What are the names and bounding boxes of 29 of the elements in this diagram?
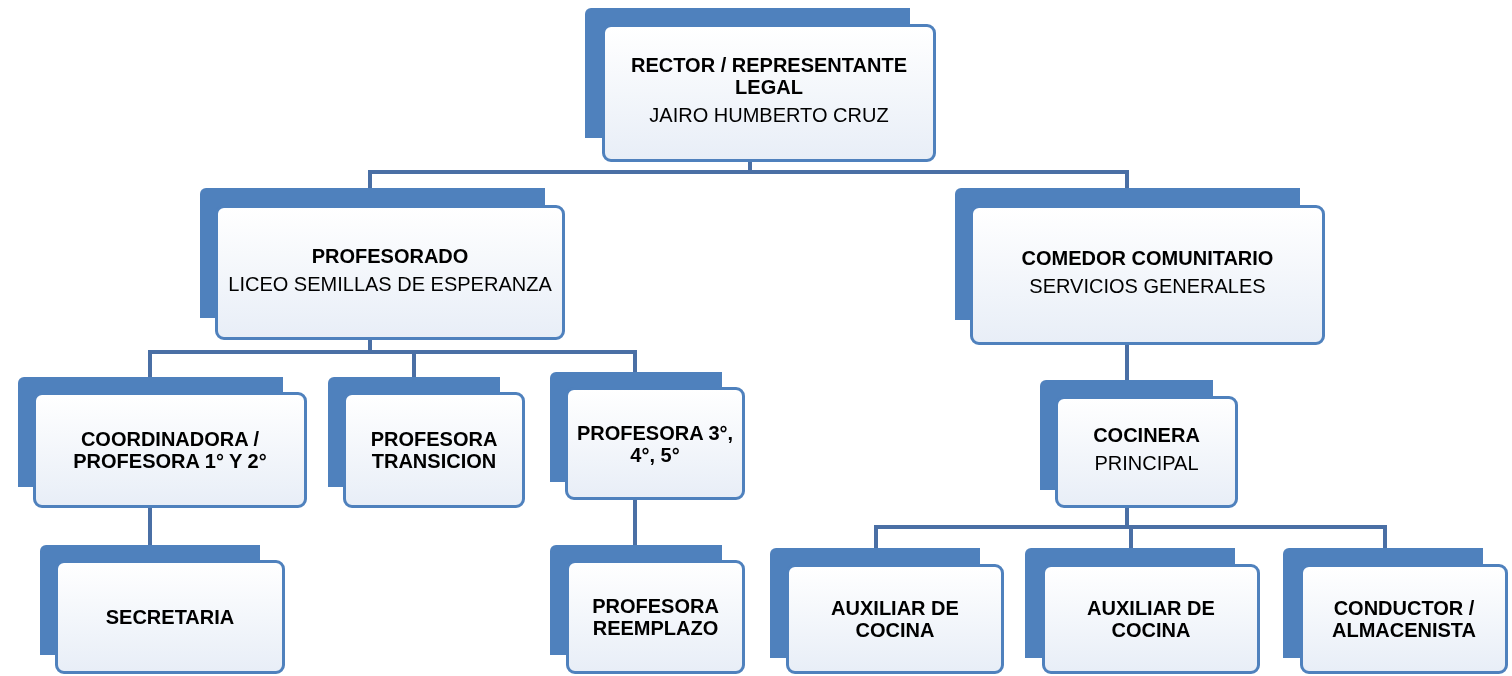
box-title: COMEDOR COMUNITARIO: [1021, 247, 1274, 269]
org-box: [550, 545, 745, 674]
org-box: [770, 548, 1004, 674]
org-box: [550, 372, 745, 500]
org-box: [1040, 380, 1238, 508]
box-title: PROFESORADO: [311, 244, 469, 267]
box-title: CONDUCTOR / ALMACENISTA: [1330, 597, 1478, 641]
box-subtitle: LICEO SEMILLAS DE ESPERANZA: [228, 271, 552, 297]
org-box: [1025, 548, 1260, 674]
box-title: AUXILIAR DE COCINA: [1086, 597, 1216, 641]
box-subtitle: SERVICIOS GENERALES: [1029, 274, 1266, 299]
org-box: [1283, 548, 1508, 674]
box-title: PROFESORA 3°, 4°, 5°: [576, 421, 734, 466]
org-box: [328, 377, 525, 508]
org-box: [40, 545, 285, 674]
box-title: PROFESORA REEMPLAZO: [591, 595, 720, 639]
box-title: PROFESORA TRANSICION: [369, 428, 499, 472]
org-box: [18, 377, 307, 508]
connector-line: [1125, 345, 1129, 380]
box-title: SECRETARIA: [105, 606, 235, 628]
box-title: RECTOR / REPRESENTANTE LEGAL: [630, 54, 908, 98]
box-title: AUXILIAR DE COCINA: [830, 597, 960, 641]
box-subtitle: PRINCIPAL: [1094, 451, 1199, 476]
box-title: COORDINADORA / PROFESORA 1° Y 2°: [72, 428, 268, 472]
connector-line: [633, 500, 637, 545]
connector-line: [148, 508, 152, 545]
box-subtitle: JAIRO HUMBERTO CRUZ: [649, 103, 889, 128]
connector-line: [748, 162, 1129, 188]
box-title: COCINERA: [1093, 424, 1200, 446]
